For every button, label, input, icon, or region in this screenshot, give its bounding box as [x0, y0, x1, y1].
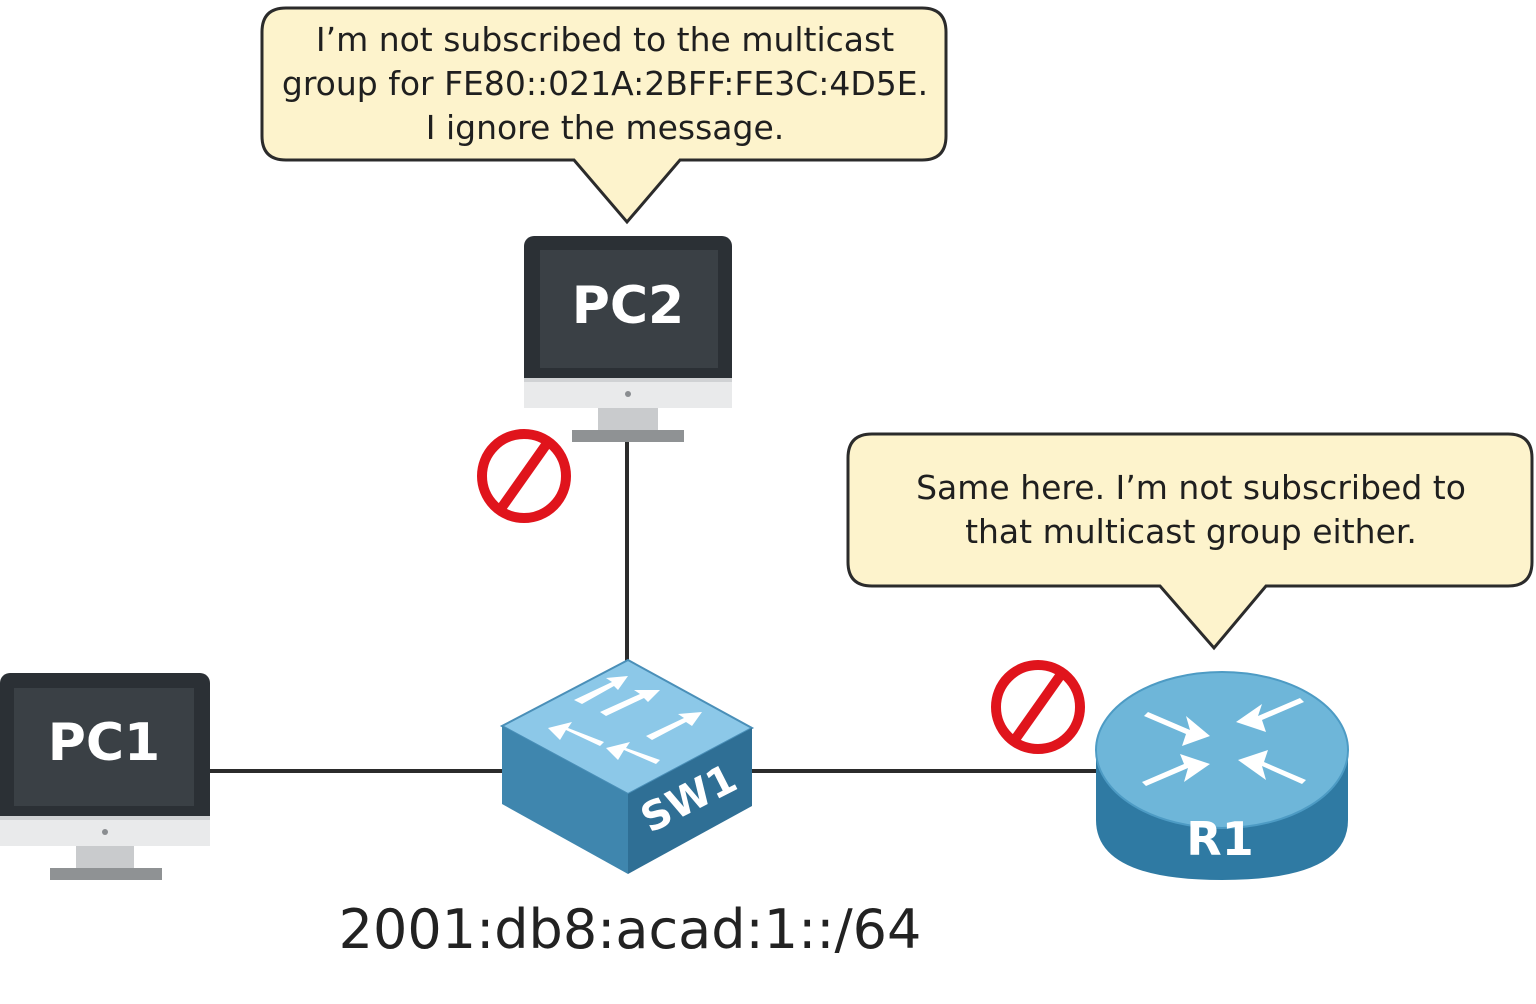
r1-bubble-text: Same here. I’m not subscribed to that mu… [850, 466, 1532, 554]
pc2-bubble-text: I’m not subscribed to the multicast grou… [262, 18, 948, 150]
prohibited-icon [991, 660, 1085, 754]
r1-bubble-line: that multicast group either. [965, 512, 1417, 551]
switch-sw1-icon [499, 658, 755, 874]
pc2-bubble-line: group for FE80::021A:2BFF:FE3C:4D5E. [281, 64, 929, 103]
pc2-bubble-line: I ignore the message. [425, 108, 785, 147]
prohibited-icon [477, 429, 571, 523]
subnet-label: 2001:db8:acad:1::/64 [338, 898, 922, 961]
pc1-label: PC1 [47, 713, 161, 773]
r1-label: R1 [1186, 812, 1254, 866]
router-r1-icon [1095, 671, 1349, 880]
pc1-monitor-icon [0, 673, 210, 880]
pc2-monitor-icon [524, 236, 732, 442]
r1-bubble-line: Same here. I’m not subscribed to [916, 468, 1466, 507]
pc2-bubble-line: I’m not subscribed to the multicast [315, 20, 895, 59]
speech-bubble-r1 [846, 432, 1534, 651]
pc2-label: PC2 [571, 276, 685, 336]
speech-bubble-pc2 [260, 6, 948, 225]
